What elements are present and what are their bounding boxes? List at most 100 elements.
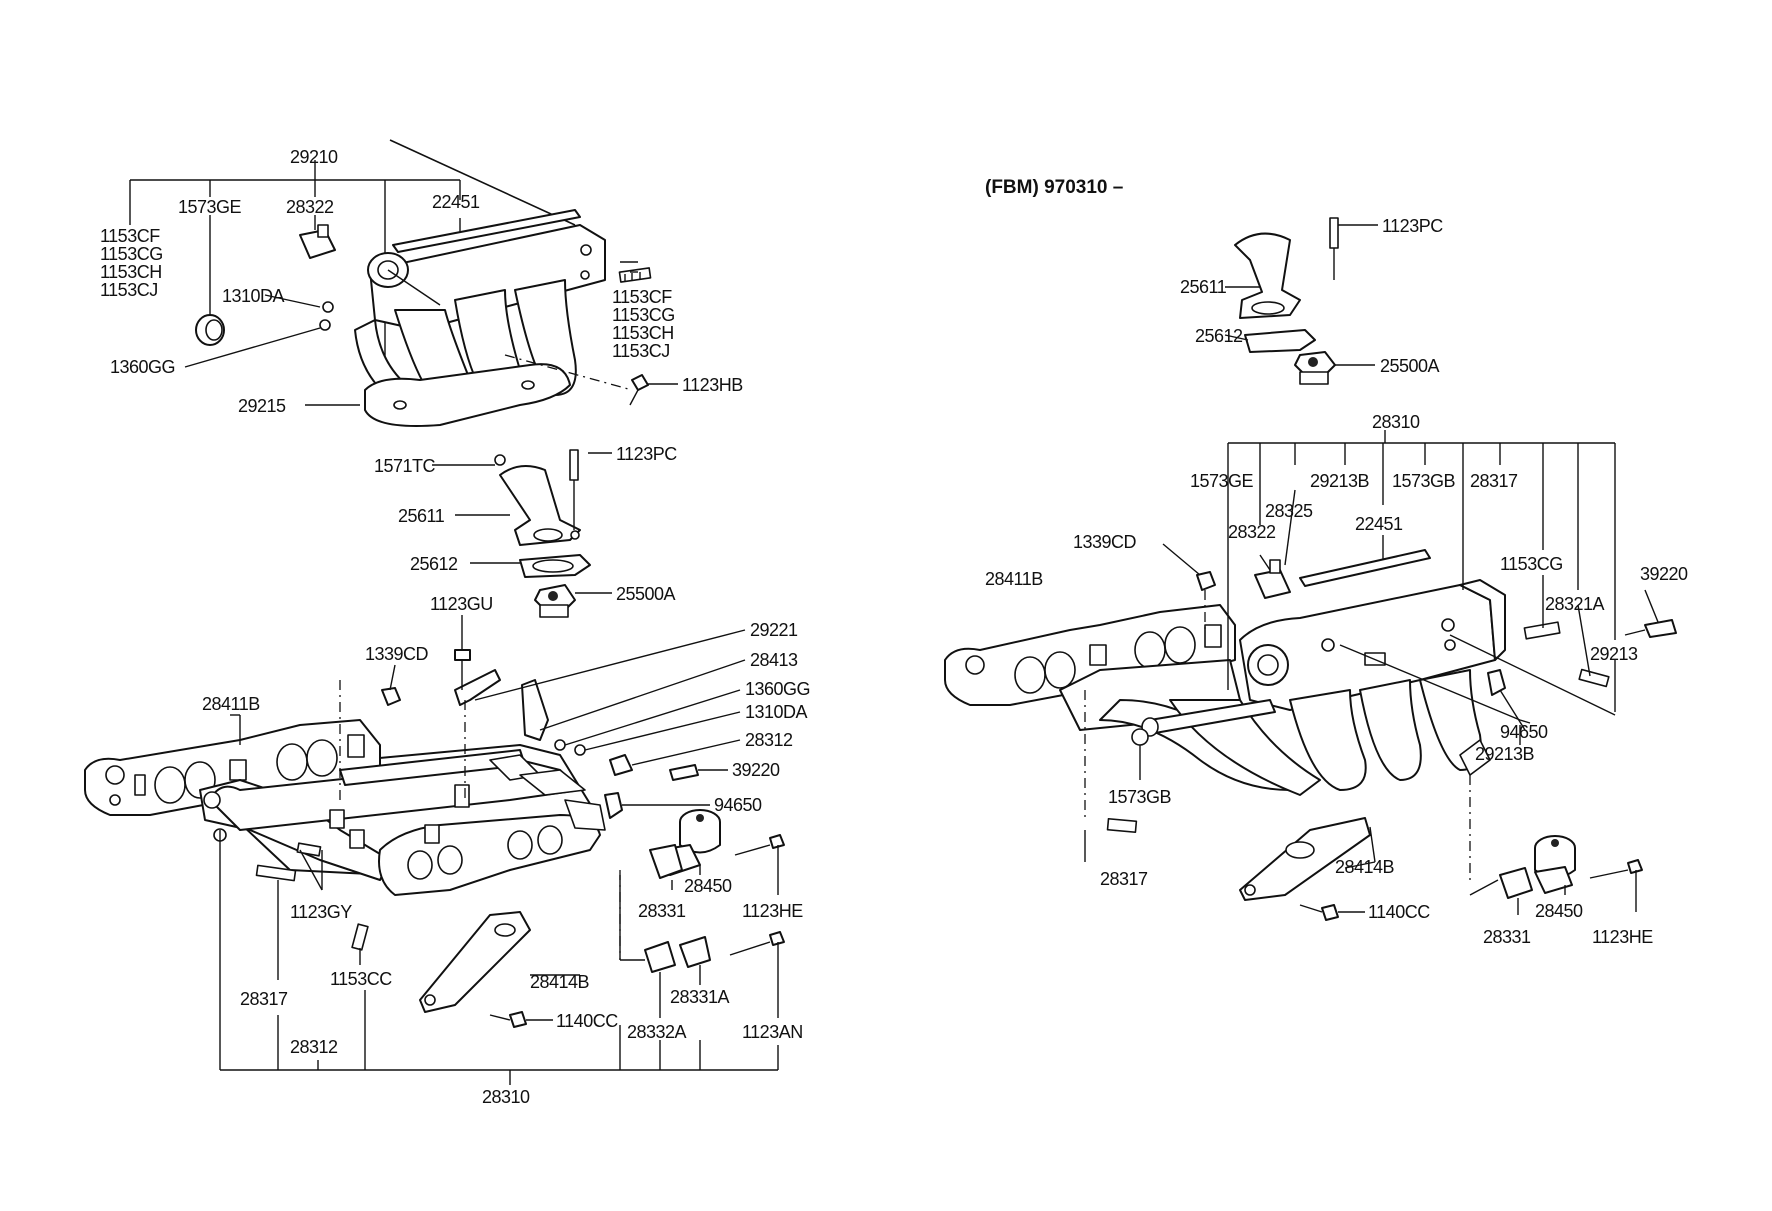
bracket-28413 bbox=[521, 679, 549, 741]
label-1123AN: 1123AN bbox=[742, 1022, 803, 1042]
label-1573GE-r: 1573GE bbox=[1190, 471, 1254, 491]
label-1153CF: 1153CF bbox=[100, 226, 160, 246]
stud-1153CC bbox=[351, 923, 369, 951]
label-29213B-r: 29213B bbox=[1310, 471, 1370, 491]
label-25612: 25612 bbox=[410, 554, 458, 574]
label-28317-r: 28317 bbox=[1470, 471, 1518, 491]
right-assembly bbox=[944, 217, 1677, 921]
label-1153CH: 1153CH bbox=[100, 262, 162, 282]
gasket-28331-right bbox=[1499, 867, 1533, 899]
intake-manifold-right bbox=[944, 579, 1506, 796]
exhaust-gasket bbox=[364, 363, 571, 427]
label-28317-r2: 28317 bbox=[1100, 869, 1148, 889]
label-1153CG: 1153CG bbox=[100, 244, 163, 264]
gasket-28331 bbox=[649, 844, 683, 879]
label-1153CH-b: 1153CH bbox=[612, 323, 674, 343]
label-1123GY: 1123GY bbox=[290, 902, 352, 922]
label-1339CD-r: 1339CD bbox=[1073, 532, 1137, 552]
label-25500A: 25500A bbox=[616, 584, 676, 604]
stud-28317-right bbox=[1106, 817, 1138, 833]
label-1153CG-b: 1153CG bbox=[612, 305, 675, 325]
label-28331A: 28331A bbox=[670, 987, 730, 1007]
seal-1573GE bbox=[195, 314, 225, 346]
outlet-gasket-right bbox=[1244, 329, 1316, 353]
left-assembly bbox=[84, 139, 785, 1085]
label-28322: 28322 bbox=[286, 197, 334, 217]
label-1310DA: 1310DA bbox=[222, 286, 285, 306]
bolt-1123GY bbox=[296, 842, 322, 857]
right-labels: (FBM) 970310 – 1123PC 25611 25612 25500A… bbox=[985, 177, 1689, 947]
nut-1339CD-right bbox=[1196, 571, 1216, 591]
label-22451: 22451 bbox=[432, 192, 480, 212]
water-outlet-right bbox=[1234, 217, 1339, 319]
plug-1573GB-right bbox=[1131, 728, 1149, 746]
label-1360GG-b: 1360GG bbox=[745, 679, 810, 699]
bracket-28414B-right bbox=[1239, 817, 1371, 901]
label-1123HE: 1123HE bbox=[742, 901, 803, 921]
label-22451-r: 22451 bbox=[1355, 514, 1403, 534]
valve-94650-right bbox=[1487, 669, 1506, 696]
rod-29213 bbox=[1449, 634, 1616, 716]
label-28450-r: 28450 bbox=[1535, 901, 1583, 921]
label-1140CC: 1140CC bbox=[556, 1011, 618, 1031]
label-28411B-r: 28411B bbox=[985, 569, 1043, 589]
label-94650-r: 94650 bbox=[1500, 722, 1548, 742]
label-28317: 28317 bbox=[240, 989, 288, 1009]
label-1360GG: 1360GG bbox=[110, 357, 175, 377]
bracket-28414B bbox=[419, 911, 531, 1013]
bolt-1123HB bbox=[504, 354, 649, 406]
label-1140CC-r: 1140CC bbox=[1368, 902, 1430, 922]
studs-1153 bbox=[618, 267, 652, 283]
sensor-28312 bbox=[609, 754, 633, 776]
bolt-1123AN bbox=[729, 931, 785, 956]
sensor-39220 bbox=[669, 764, 699, 781]
label-28322-r: 28322 bbox=[1228, 522, 1276, 542]
washer-1360GG bbox=[319, 319, 331, 331]
sensor-28322-right bbox=[1254, 559, 1291, 599]
label-1153CF-b: 1153CF bbox=[612, 287, 672, 307]
bolt-1123HE bbox=[734, 834, 785, 856]
sensor-28322 bbox=[299, 224, 336, 259]
label-1123PC-r: 1123PC bbox=[1382, 216, 1443, 236]
gasket-28332A bbox=[644, 941, 676, 973]
label-39220-r: 39220 bbox=[1640, 564, 1688, 584]
label-29210: 29210 bbox=[290, 147, 338, 167]
nut-1310DA-b bbox=[574, 744, 586, 756]
valve-94650 bbox=[604, 792, 623, 819]
label-1153CJ-b: 1153CJ bbox=[612, 341, 670, 361]
label-1571TC: 1571TC bbox=[374, 456, 436, 476]
label-39220: 39220 bbox=[732, 760, 780, 780]
left-leaders bbox=[184, 261, 779, 1085]
label-28321A-r: 28321A bbox=[1545, 594, 1605, 614]
nut-1339CD bbox=[381, 687, 401, 706]
label-1573GB-r2: 1573GB bbox=[1108, 787, 1172, 807]
label-28325-r: 28325 bbox=[1265, 501, 1313, 521]
label-1310DA-b: 1310DA bbox=[745, 702, 808, 722]
label-1573GE: 1573GE bbox=[178, 197, 242, 217]
label-28450: 28450 bbox=[684, 876, 732, 896]
right-leaders bbox=[1084, 224, 1659, 915]
stud-28317 bbox=[255, 864, 297, 882]
bolt-28321A-right bbox=[1578, 668, 1610, 688]
label-25500A-r: 25500A bbox=[1380, 356, 1440, 376]
label-25611-r: 25611 bbox=[1180, 277, 1227, 297]
egr-valve-right bbox=[1534, 835, 1576, 894]
label-28413: 28413 bbox=[750, 650, 798, 670]
label-1123HE-r: 1123HE bbox=[1592, 927, 1653, 947]
label-28331-r: 28331 bbox=[1483, 927, 1531, 947]
label-28310: 28310 bbox=[482, 1087, 530, 1107]
label-94650: 94650 bbox=[714, 795, 762, 815]
label-28312: 28312 bbox=[745, 730, 793, 750]
thermostat-right bbox=[1294, 351, 1336, 385]
washer-1360GG-b bbox=[554, 739, 566, 751]
label-29213-r: 29213 bbox=[1590, 644, 1638, 664]
label-28414B-r: 28414B bbox=[1335, 857, 1395, 877]
bolt-1140CC-right bbox=[1299, 904, 1339, 921]
label-1573GB-r: 1573GB bbox=[1392, 471, 1456, 491]
sensor-39220-right bbox=[1624, 619, 1677, 638]
thermostat bbox=[534, 584, 576, 618]
label-25611: 25611 bbox=[398, 506, 445, 526]
label-1123GU: 1123GU bbox=[430, 594, 493, 614]
label-1153CC: 1153CC bbox=[330, 969, 392, 989]
